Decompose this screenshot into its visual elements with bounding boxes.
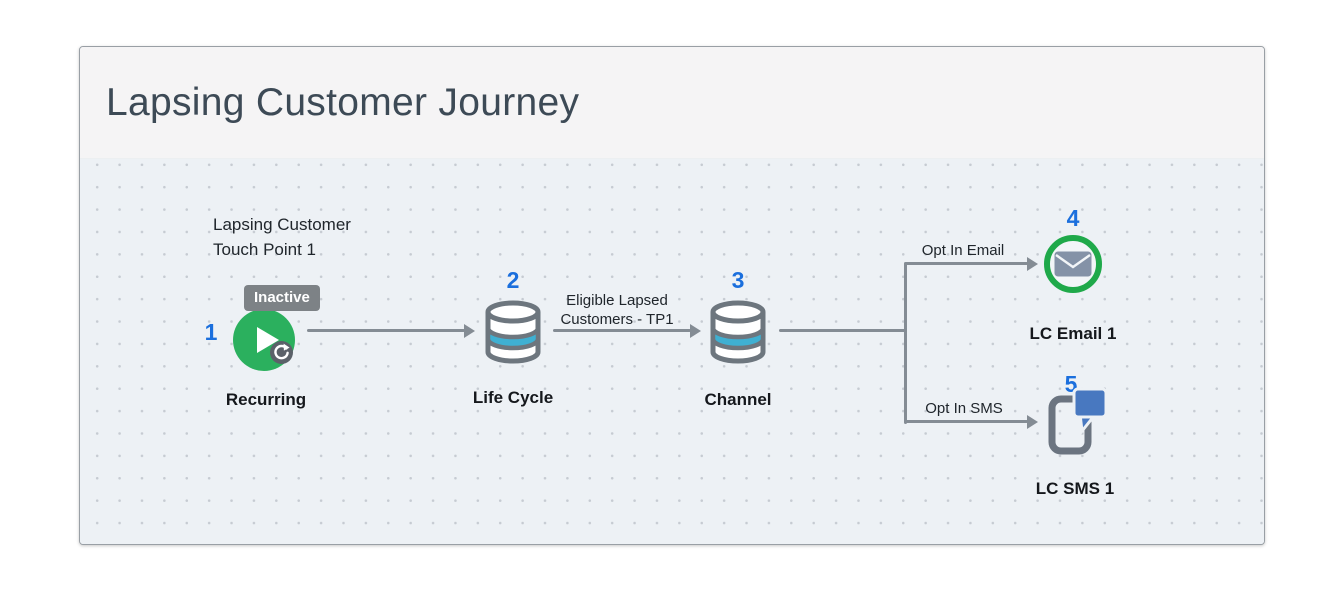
database-icon [710, 300, 766, 364]
edge-branch-vertical-line [904, 263, 908, 424]
edge-3-5-line [904, 420, 1028, 424]
edge-2-3-label-line1: Eligible Lapsed [566, 292, 668, 309]
entry-annotation-line1: Lapsing Customer [213, 215, 351, 234]
edge-3-4-label: Opt In Email [921, 242, 1005, 259]
edge-3-4-arrowhead-icon [1027, 257, 1038, 271]
edge-2-3-arrowhead-icon [690, 324, 701, 338]
journey-card: Lapsing Customer Journey Lapsing Custome… [79, 46, 1265, 545]
entry-annotation-line2: Touch Point 1 [213, 240, 317, 259]
edge-3-trunk-line [779, 329, 907, 333]
sms-phone-chat-icon [1048, 387, 1108, 455]
edge-1-2-arrowhead-icon [464, 324, 475, 338]
edge-2-3-label: Eligible Lapsed Customers - TP1 [527, 291, 707, 329]
card-header: Lapsing Customer Journey [80, 47, 1264, 159]
node-2-data-step[interactable] [482, 298, 544, 371]
node-5-label: LC SMS 1 [1035, 479, 1115, 498]
page-title: Lapsing Customer Journey [106, 80, 580, 124]
node-3-number: 3 [731, 267, 745, 293]
repeat-icon [270, 341, 293, 369]
node-2-label: Life Cycle [472, 388, 554, 407]
node-4-email-activity[interactable] [1044, 235, 1102, 293]
edge-3-5-arrowhead-icon [1027, 415, 1038, 429]
edge-3-5-label: Opt In SMS [925, 400, 1003, 417]
entry-annotation: Lapsing Customer Touch Point 1 [213, 212, 351, 262]
node-3-data-step[interactable] [707, 298, 769, 371]
edge-1-2-line [307, 329, 465, 333]
email-envelope-icon [1054, 251, 1092, 277]
database-icon [485, 300, 541, 364]
status-badge: Inactive [244, 285, 320, 311]
node-1-number: 1 [204, 319, 218, 345]
node-4-label: LC Email 1 [1029, 324, 1117, 343]
node-5-sms-activity[interactable] [1044, 387, 1110, 462]
node-1-label: Recurring [225, 390, 307, 409]
edge-2-3-label-line2: Customers - TP1 [560, 311, 674, 328]
node-3-label: Channel [704, 390, 772, 409]
journey-canvas[interactable]: Lapsing Customer Touch Point 1 Eligible … [80, 159, 1264, 544]
node-4-number: 4 [1066, 205, 1080, 231]
node-2-number: 2 [506, 267, 520, 293]
edge-2-3-line [553, 329, 691, 333]
edge-3-4-line [904, 262, 1028, 266]
